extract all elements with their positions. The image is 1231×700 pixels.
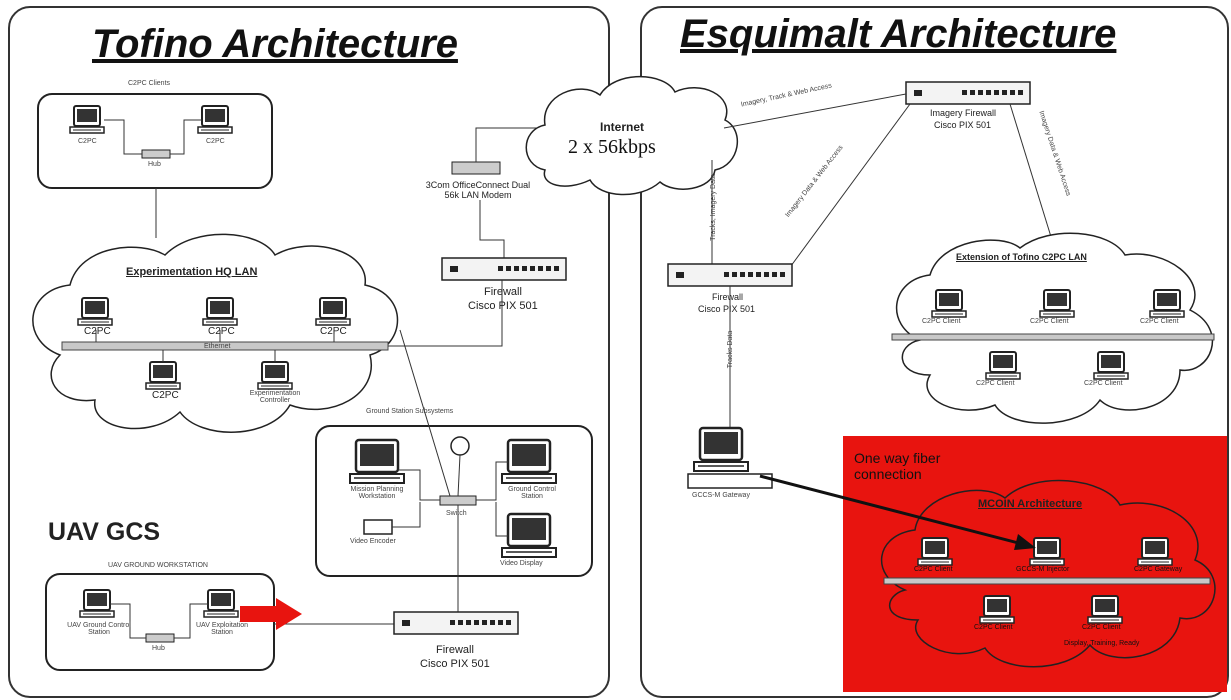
ext-lan-title: Extension of Tofino C2PC LAN — [956, 252, 1087, 262]
top-hub-label: Hub — [148, 161, 161, 168]
lan-pc-label: C2PC — [84, 326, 111, 337]
gccs-gateway-base — [687, 473, 773, 489]
ext-pc-icon — [931, 289, 967, 318]
lan-pc-icon — [202, 297, 238, 326]
uav-hub-icon — [145, 633, 175, 643]
workstation-icon — [348, 438, 406, 485]
link-label-tracks: Tracks, Imagery Data — [709, 174, 717, 241]
firewall-bottom-title: Firewall — [436, 644, 474, 656]
fiber-connection-arrow — [759, 474, 1031, 548]
internet-title: Internet — [600, 120, 645, 134]
mcoin-pc-icon — [917, 537, 953, 566]
uav-hub-label: Hub — [152, 645, 165, 652]
top-pc-right-label: C2PC — [206, 138, 225, 145]
uav-right-pc-label: UAV Exploitation Station — [196, 622, 249, 636]
firewall-bottom-model: Cisco PIX 501 — [420, 658, 490, 670]
mcoin-pc-icon — [1029, 537, 1065, 566]
lan-pc-icon — [315, 297, 351, 326]
lan-title: Experimentation HQ LAN — [126, 266, 258, 278]
uav-left-pc-label: UAV Ground Control Station — [67, 622, 131, 636]
mcoin-display-label: Display, Training, Ready — [1064, 640, 1140, 647]
workstation-icon — [500, 512, 558, 559]
mcoin-pc-label: C2PC Client — [914, 566, 953, 573]
ground-item-label: Video Encoder — [350, 538, 396, 545]
mcoin-pc-icon — [979, 595, 1015, 624]
ext-pc-icon — [1093, 351, 1129, 380]
ext-pc-label: C2PC Client — [1030, 318, 1069, 325]
mcoin-pc-label: C2PC Gateway — [1134, 566, 1183, 573]
ground-item-label: Mission Planning Workstation — [350, 486, 404, 500]
esquimalt-firewall-title: Firewall — [712, 292, 744, 302]
mcoin-pc-icon — [1137, 537, 1173, 566]
workstation-icon — [500, 438, 558, 485]
mcoin-pc-label: GCCS-M Injector — [1016, 566, 1070, 573]
ground-station-caption: Ground Station Subsystems — [366, 408, 454, 415]
uav-pc-icon — [79, 589, 115, 618]
ext-ethernet-bar — [891, 333, 1215, 341]
gccs-gateway-icon — [692, 426, 750, 473]
uav-box-caption: UAV GROUND WORKSTATION — [108, 562, 208, 569]
imagery-firewall-icon — [905, 81, 1031, 105]
uav-pc-icon — [203, 589, 239, 618]
fiber-arrowhead — [1014, 534, 1036, 550]
top-pc-left-label: C2PC — [78, 138, 97, 145]
firewall-top-icon — [441, 257, 567, 281]
hub-icon — [141, 149, 171, 159]
c2pc-client-icon — [197, 105, 233, 134]
ext-pc-label: C2PC Client — [922, 318, 961, 325]
lan-pc-label: C2PC — [152, 390, 179, 401]
ext-pc-icon — [1149, 289, 1185, 318]
mcoin-ethernet-bar — [883, 577, 1211, 585]
fiber-note: One way fiber connection — [854, 450, 941, 482]
uav-red-arrow — [240, 598, 302, 630]
ext-pc-label: C2PC Client — [1084, 380, 1123, 387]
imagery-firewall-title: Imagery Firewall — [930, 108, 997, 118]
ext-pc-icon — [985, 351, 1021, 380]
mcoin-cloud — [880, 479, 1216, 668]
mcoin-pc-label: C2PC Client — [1082, 624, 1121, 631]
satellite-dish-icon — [450, 436, 470, 456]
mcoin-title: MCOIN Architecture — [978, 498, 1083, 510]
controller-icon — [257, 361, 293, 390]
imagery-firewall-model: Cisco PIX 501 — [934, 120, 992, 130]
gccs-gateway-label: GCCS-M Gateway — [692, 492, 750, 499]
experimentation-lan-cloud — [32, 233, 399, 433]
lan-pc-label: C2PC — [208, 326, 235, 337]
controller-label: Experimentation Controller — [249, 390, 301, 404]
internet-speed: 2 x 56kbps — [568, 136, 656, 158]
ethernet-label: Ethernet — [204, 343, 231, 350]
esquimalt-firewall-icon — [667, 263, 793, 287]
link-label-tracks-data: Tracks Data — [727, 330, 735, 369]
uav-gcs-heading: UAV GCS — [48, 518, 161, 546]
esquimalt-title: Esquimalt Architecture — [680, 12, 1117, 56]
mcoin-pc-label: C2PC Client — [974, 624, 1013, 631]
ground-item-label: Switch — [446, 510, 467, 517]
modem-label: 3Com OfficeConnect Dual 56k LAN Modem — [425, 180, 531, 200]
lan-pc-label: C2PC — [320, 326, 347, 337]
modem-icon — [451, 161, 501, 175]
firewall-top-title: Firewall — [484, 286, 522, 298]
video-encoder-icon — [363, 519, 393, 535]
firewall-top-model: Cisco PIX 501 — [468, 300, 538, 312]
ground-item-label: Ground Control Station — [508, 486, 556, 500]
switch-icon — [439, 495, 477, 506]
lan-pc-icon — [145, 361, 181, 390]
firewall-bottom-icon — [393, 611, 519, 635]
esquimalt-firewall-model: Cisco PIX 501 — [698, 304, 756, 314]
ext-pc-label: C2PC Client — [976, 380, 1015, 387]
internet-cloud — [525, 75, 739, 196]
c2pc-clients-caption: C2PC Clients — [128, 80, 171, 87]
c2pc-client-icon — [69, 105, 105, 134]
lan-pc-icon — [77, 297, 113, 326]
mcoin-pc-icon — [1087, 595, 1123, 624]
tofino-title: Tofino Architecture — [92, 22, 458, 66]
ext-pc-label: C2PC Client — [1140, 318, 1179, 325]
ground-item-label: Video Display — [500, 560, 543, 567]
ext-pc-icon — [1039, 289, 1075, 318]
